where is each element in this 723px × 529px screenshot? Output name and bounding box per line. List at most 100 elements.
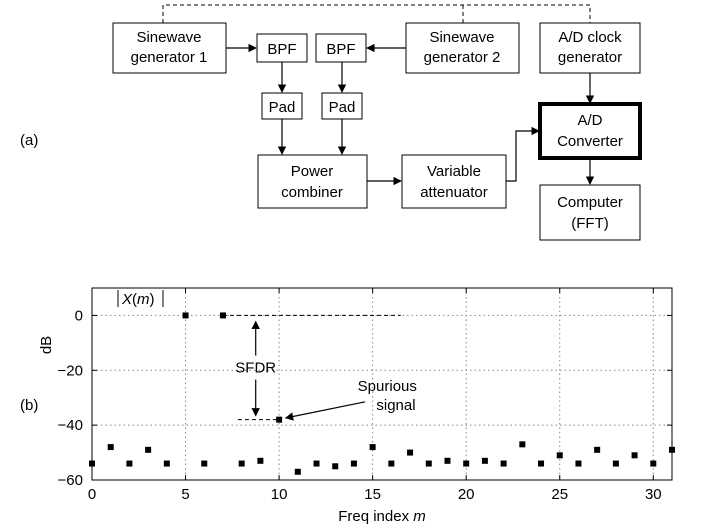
x-tick-label: 20 xyxy=(458,486,475,503)
spectrum-point xyxy=(145,446,152,453)
spectrum-point xyxy=(369,444,376,451)
ad-converter-block: A/D Converter xyxy=(538,102,642,160)
spectrum-plot: (b) 0 5 10 15 20 25 30 0 −20 −40 −60 dB Freq inde… xyxy=(20,287,675,525)
x-tick-label: 25 xyxy=(551,486,568,503)
pad2-label: Pad xyxy=(329,99,356,116)
gen2-label-line1: Sinewave xyxy=(429,29,494,46)
spurious-label-line2: signal xyxy=(376,397,415,414)
bpf2-label: BPF xyxy=(326,41,355,58)
series-label-paren1: ( xyxy=(132,291,137,308)
x-tick-label: 10 xyxy=(271,486,288,503)
clock-sync-line xyxy=(162,4,591,23)
spectrum-point xyxy=(107,444,114,451)
arrow-attenuator-adc xyxy=(506,126,540,182)
panel-b-label: (b) xyxy=(20,397,38,414)
bpf1-label: BPF xyxy=(267,41,296,58)
series-label-paren2: ) xyxy=(150,291,155,308)
y-tick-label: −60 xyxy=(58,472,83,489)
adc-label-line1: A/D xyxy=(577,112,602,129)
spectrum-point xyxy=(463,460,470,467)
y-tick-label: −20 xyxy=(58,362,83,379)
combiner-label-line2: combiner xyxy=(281,184,343,201)
spectrum-point xyxy=(481,457,488,464)
sinewave-generator-1-block: Sinewave generator 1 xyxy=(112,22,227,74)
spectrum-point xyxy=(519,441,526,448)
plot-ticks xyxy=(91,288,672,481)
spectrum-point xyxy=(126,460,133,467)
spectrum-point xyxy=(444,457,451,464)
sinewave-generator-2-block: Sinewave generator 2 xyxy=(405,22,520,74)
attenuator-label-line2: attenuator xyxy=(420,184,488,201)
y-tick-labels: 0 −20 −40 −60 xyxy=(58,307,83,489)
spectrum-point xyxy=(219,312,226,319)
series-label-m: m xyxy=(137,291,150,308)
spectrum-point xyxy=(89,460,95,467)
x-axis-label: Freq index m xyxy=(338,508,426,525)
clock-label-line1: A/D clock xyxy=(558,29,622,46)
computer-label-line1: Computer xyxy=(557,194,623,211)
series-label-x: X xyxy=(121,291,133,308)
gen2-label-line2: generator 2 xyxy=(424,49,501,66)
spurious-label-line1: Spurious xyxy=(358,378,417,395)
data-points xyxy=(89,312,675,475)
computer-label-line2: (FFT) xyxy=(571,215,608,232)
variable-attenuator-block: Variable attenuator xyxy=(401,154,507,209)
attenuator-label-line1: Variable xyxy=(427,163,481,180)
y-axis-label: dB xyxy=(38,336,55,354)
plot-frame xyxy=(91,287,673,481)
spectrum-point xyxy=(238,460,245,467)
spectrum-point xyxy=(294,468,301,475)
spectrum-point xyxy=(650,460,657,467)
block-diagram: (a) Sinewave generator 1 BPF BPF Sinewav… xyxy=(20,4,642,241)
spectrum-point xyxy=(425,460,432,467)
spectrum-point xyxy=(201,460,208,467)
x-tick-label: 0 xyxy=(88,486,96,503)
panel-a-label: (a) xyxy=(20,132,38,149)
spectrum-point xyxy=(575,460,582,467)
spectrum-point xyxy=(407,449,414,456)
x-tick-label: 30 xyxy=(645,486,662,503)
series-label: X(m) xyxy=(117,290,164,308)
x-tick-label: 5 xyxy=(181,486,189,503)
computer-fft-block: Computer (FFT) xyxy=(539,184,641,241)
ad-clock-generator-block: A/D clock generator xyxy=(539,22,641,74)
spectrum-point xyxy=(276,416,283,423)
spectrum-point xyxy=(257,457,264,464)
adc-label-line2: Converter xyxy=(557,133,623,150)
x-tick-label: 15 xyxy=(364,486,381,503)
annotations: SFDR Spurious signal xyxy=(222,314,417,421)
pad1-label: Pad xyxy=(269,99,296,116)
pad-1-block: Pad xyxy=(261,92,303,120)
spectrum-point xyxy=(332,463,339,470)
plot-grid xyxy=(92,288,672,480)
combiner-label-line1: Power xyxy=(291,163,334,180)
spectrum-point xyxy=(594,446,601,453)
pad-2-block: Pad xyxy=(321,92,363,120)
spectrum-point xyxy=(612,460,619,467)
sfdr-label: SFDR xyxy=(235,360,276,377)
spectrum-point xyxy=(313,460,320,467)
y-tick-label: 0 xyxy=(75,307,83,324)
bpf-2-block: BPF xyxy=(315,33,367,63)
clock-label-line2: generator xyxy=(558,49,622,66)
spectrum-point xyxy=(388,460,395,467)
gen1-label-line2: generator 1 xyxy=(131,49,208,66)
spurious-pointer xyxy=(284,401,366,421)
spectrum-point xyxy=(669,446,675,453)
spectrum-point xyxy=(163,460,170,467)
y-tick-label: −40 xyxy=(58,417,83,434)
gen1-label-line1: Sinewave xyxy=(136,29,201,46)
spectrum-point xyxy=(556,452,563,459)
x-axis-label-var: m xyxy=(413,508,426,525)
spectrum-point xyxy=(350,460,357,467)
series-label-text: X(m) xyxy=(121,291,155,308)
power-combiner-block: Power combiner xyxy=(257,154,368,209)
bpf-1-block: BPF xyxy=(256,33,308,63)
spectrum-point xyxy=(538,460,545,467)
x-axis-label-text: Freq index xyxy=(338,508,413,525)
x-tick-labels: 0 5 10 15 20 25 30 xyxy=(88,486,662,503)
spectrum-point xyxy=(631,452,638,459)
spectrum-point xyxy=(500,460,507,467)
spectrum-point xyxy=(182,312,189,319)
